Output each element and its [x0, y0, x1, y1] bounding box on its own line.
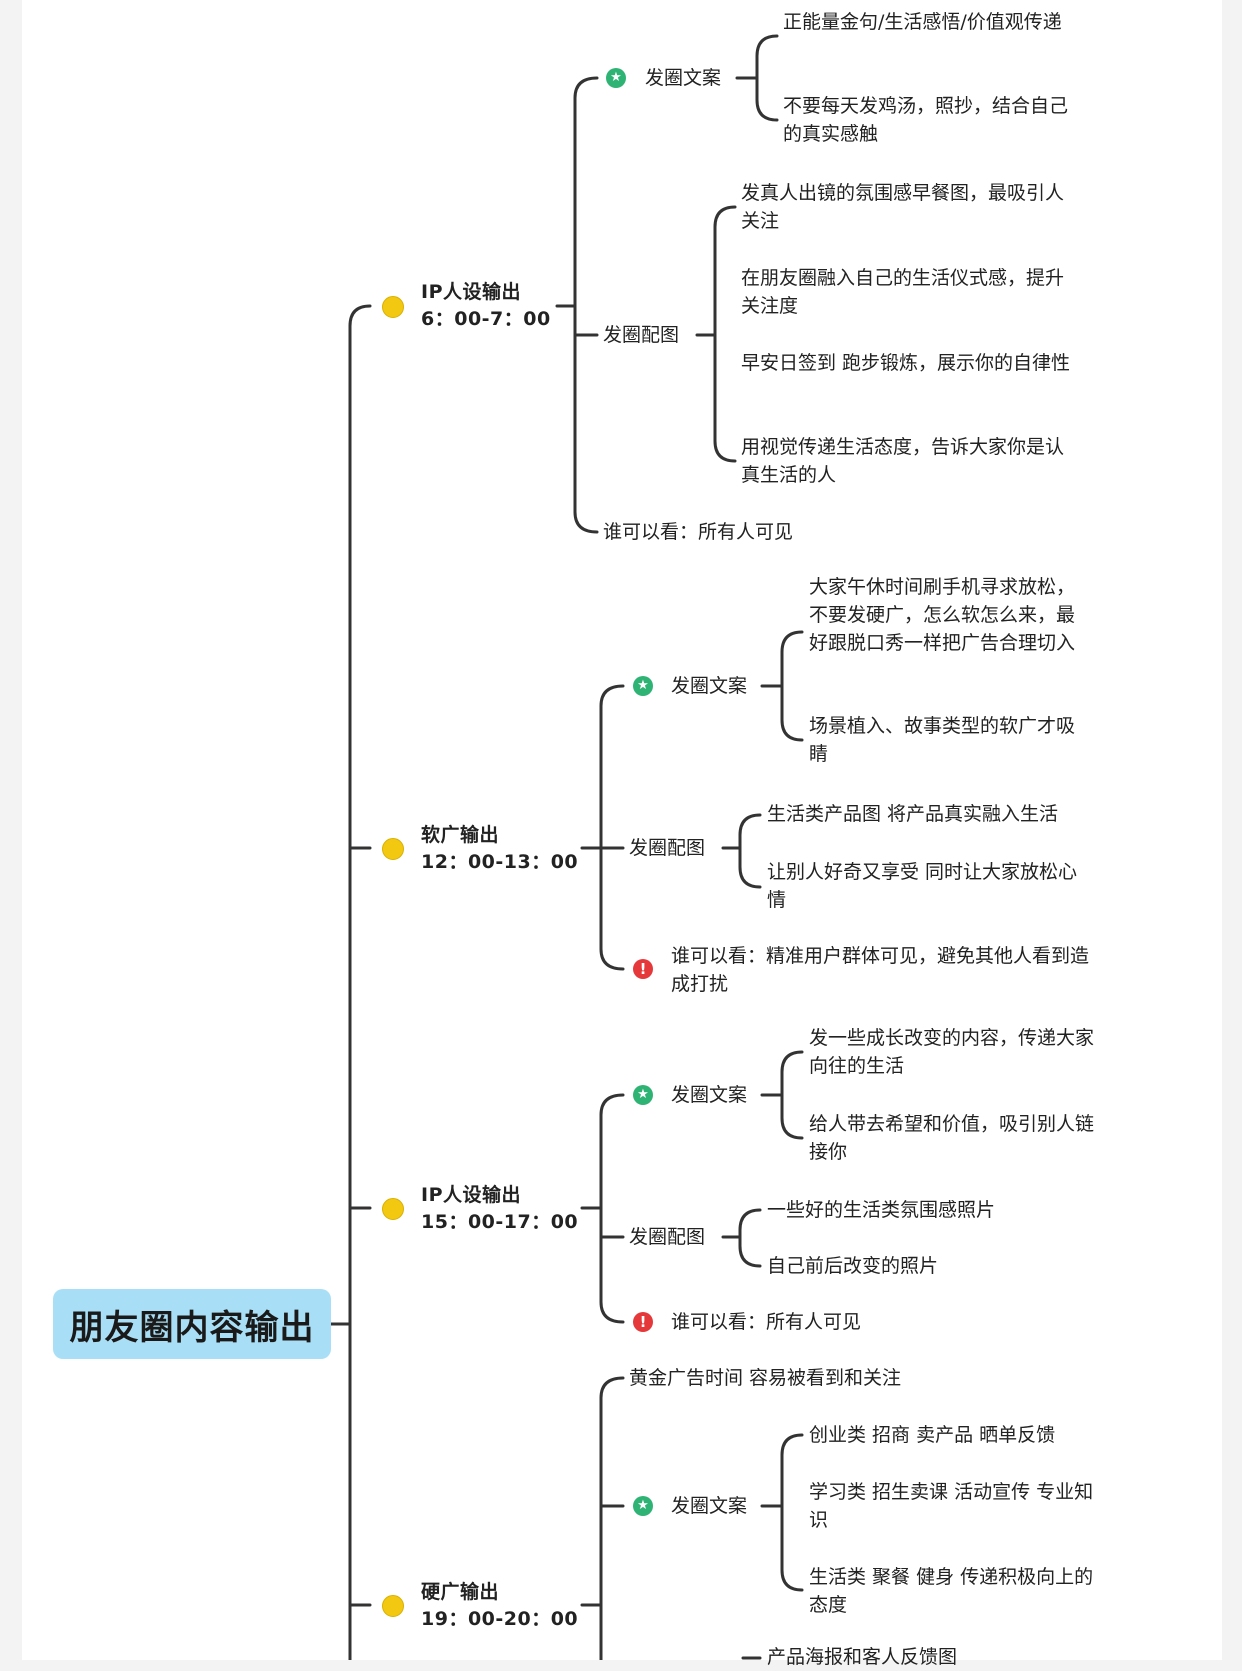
branch-time[interactable]: 15：00-17：00 [421, 1211, 579, 1233]
visibility-label[interactable]: 谁可以看：精准用户群体可见，避免其他人看到造成打扰 [671, 945, 1090, 995]
connector [738, 813, 762, 889]
image-item[interactable]: 用视觉传递生活态度，告诉大家你是认真生活的人 [741, 436, 1065, 486]
image-item[interactable]: 生活类产品图 将产品真实融入生活 [767, 803, 1059, 825]
connector [599, 684, 625, 971]
alert-icon: ! [633, 1312, 653, 1332]
connector [599, 1093, 625, 1324]
priority-dot-icon [382, 1595, 404, 1617]
connector [780, 1433, 804, 1592]
image-item[interactable]: 让别人好奇又享受 同时让大家放松心情 [767, 861, 1078, 911]
copy-label[interactable]: 发圈文案 [671, 1084, 748, 1106]
priority-dot-icon [382, 838, 404, 860]
connector [738, 1208, 762, 1268]
branch-time[interactable]: 19：00-20：00 [421, 1608, 579, 1630]
connector [573, 76, 599, 534]
copy-item[interactable]: 创业类 招商 卖产品 晒单反馈 [809, 1424, 1056, 1446]
copy-item[interactable]: 不要每天发鸡汤，照抄，结合自己的真实感触 [783, 95, 1069, 145]
image-item[interactable]: 自己前后改变的照片 [767, 1255, 939, 1277]
connector [713, 205, 737, 463]
star-icon: ★ [606, 68, 626, 88]
partial-item[interactable]: 产品海报和客人反馈图 [767, 1646, 958, 1668]
branch-time[interactable]: 12：00-13：00 [421, 851, 579, 873]
star-icon: ★ [633, 676, 653, 696]
branch-title[interactable]: IP人设输出 [421, 1184, 521, 1206]
copy-label[interactable]: 发圈文案 [671, 675, 748, 697]
connector [780, 1050, 804, 1140]
copy-item[interactable]: 给人带去希望和价值，吸引别人链接你 [809, 1113, 1095, 1163]
root-topic[interactable]: 朋友圈内容输出 [53, 1289, 331, 1359]
image-item[interactable]: 在朋友圈融入自己的生活仪式感，提升关注度 [741, 267, 1065, 317]
image-label[interactable]: 发圈配图 [629, 1226, 706, 1248]
copy-item[interactable]: 生活类 聚餐 健身 传递积极向上的态度 [809, 1566, 1094, 1616]
priority-dot-icon [382, 1198, 404, 1220]
alert-icon: ! [633, 959, 653, 979]
image-item[interactable]: 早安日签到 跑步锻炼，展示你的自律性 [741, 352, 1071, 374]
branch-time[interactable]: 6：00-7：00 [421, 308, 551, 330]
mindmap-canvas [22, 0, 1222, 1660]
copy-label[interactable]: 发圈文案 [671, 1495, 748, 1517]
connector [780, 630, 804, 742]
image-label[interactable]: 发圈配图 [629, 837, 706, 859]
visibility-label[interactable]: 谁可以看：所有人可见 [603, 521, 794, 543]
copy-item[interactable]: 正能量金句/生活感悟/价值观传递 [783, 11, 1062, 33]
priority-dot-icon [382, 296, 404, 318]
image-label[interactable]: 发圈配图 [603, 324, 680, 346]
copy-item[interactable]: 学习类 招生卖课 活动宣传 专业知识 [809, 1481, 1094, 1531]
connector [348, 304, 372, 1660]
copy-item[interactable]: 大家午休时间刷手机寻求放松，不要发硬广，怎么软怎么来，最好跟脱口秀一样把广告合理… [809, 576, 1076, 654]
connector [599, 1376, 625, 1660]
connector [755, 34, 779, 122]
copy-item[interactable]: 发一些成长改变的内容，传递大家向往的生活 [809, 1027, 1095, 1077]
star-icon: ★ [633, 1085, 653, 1105]
star-icon: ★ [633, 1496, 653, 1516]
branch-title[interactable]: IP人设输出 [421, 281, 521, 303]
branch-title[interactable]: 硬广输出 [421, 1581, 500, 1603]
image-item[interactable]: 发真人出镜的氛围感早餐图，最吸引人关注 [741, 182, 1065, 232]
branch-title[interactable]: 软广输出 [421, 824, 500, 846]
branch-note[interactable]: 黄金广告时间 容易被看到和关注 [629, 1367, 902, 1389]
visibility-label[interactable]: 谁可以看：所有人可见 [671, 1311, 862, 1333]
image-item[interactable]: 一些好的生活类氛围感照片 [767, 1199, 996, 1221]
copy-item[interactable]: 场景植入、故事类型的软广才吸睛 [809, 715, 1076, 765]
copy-label[interactable]: 发圈文案 [645, 67, 722, 89]
